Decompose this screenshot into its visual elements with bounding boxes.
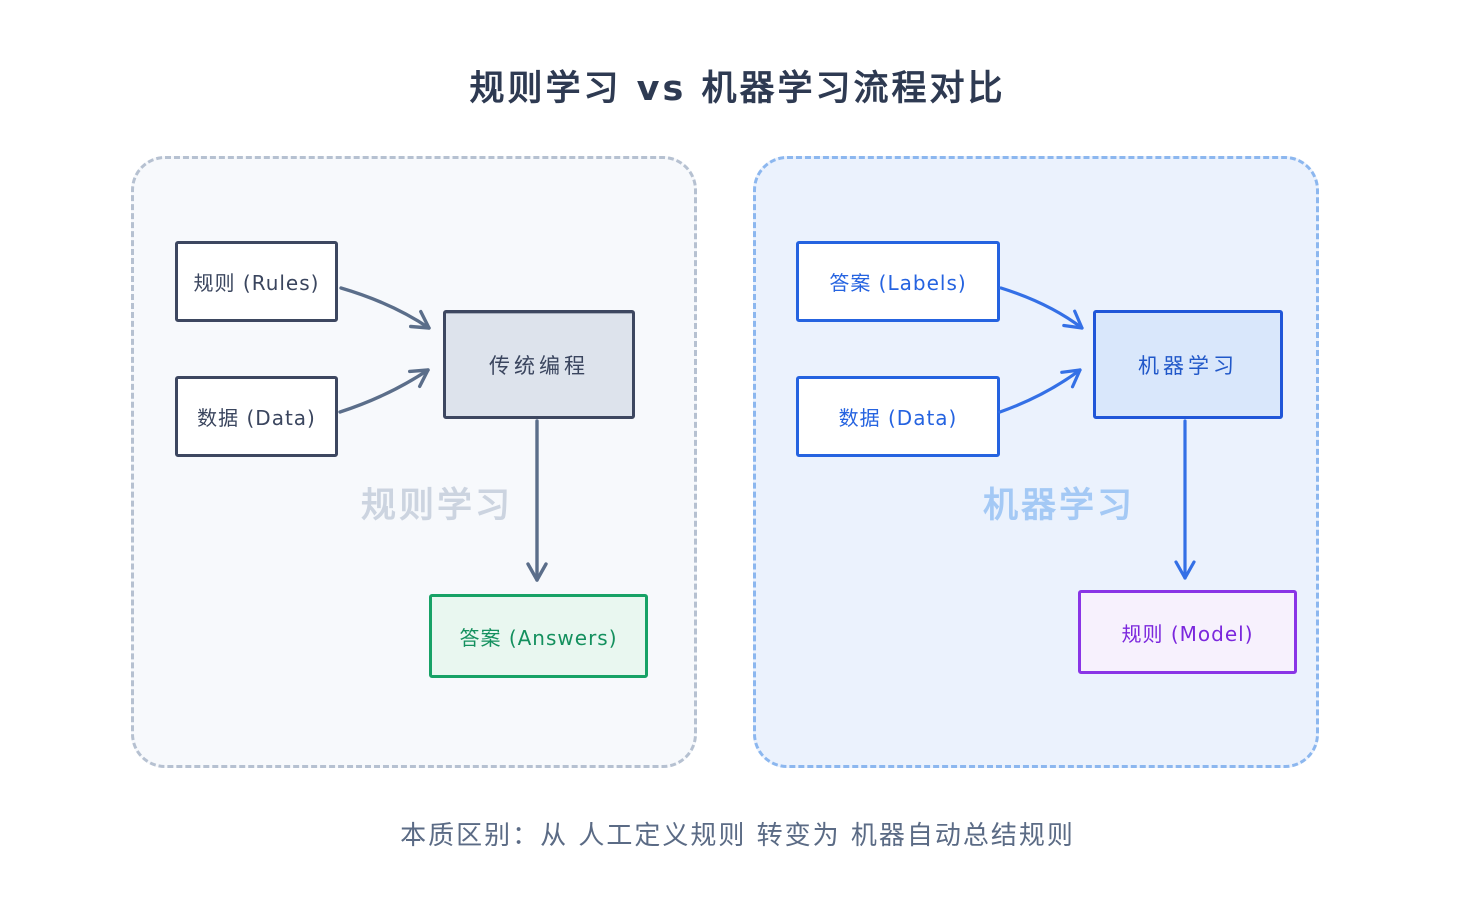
rules-input-box: 规则 (Rules) <box>175 241 338 322</box>
traditional-programming-box: 传统编程 <box>443 310 635 419</box>
rule-learning-watermark: 规则学习 <box>361 486 514 526</box>
machine-learning-panel: 答案 (Labels) 数据 (Data) 机器学习 规则 (Model) 机器… <box>753 156 1319 768</box>
labels-input-label: 答案 (Labels) <box>829 271 967 295</box>
data-input-label-left: 数据 (Data) <box>197 406 316 430</box>
model-output-label: 规则 (Model) <box>1121 621 1254 646</box>
diagram-title: 规则学习 vs 机器学习流程对比 <box>469 69 1006 109</box>
data-input-box-right: 数据 (Data) <box>796 376 1000 457</box>
machine-learning-box: 机器学习 <box>1093 310 1283 419</box>
answers-output-box: 答案 (Answers) <box>429 594 648 678</box>
machine-learning-watermark: 机器学习 <box>983 486 1136 526</box>
data-input-label-right: 数据 (Data) <box>838 406 958 430</box>
answers-output-label: 答案 (Answers) <box>459 625 618 650</box>
rule-learning-panel: 规则 (Rules) 数据 (Data) 传统编程 答案 (Answers) 规… <box>131 156 697 768</box>
traditional-programming-label: 传统编程 <box>489 353 589 378</box>
rules-input-label: 规则 (Rules) <box>193 271 320 295</box>
footer-note: 本质区别：从 人工定义规则 转变为 机器自动总结规则 <box>400 821 1075 851</box>
data-input-box-left: 数据 (Data) <box>175 376 338 457</box>
labels-input-box: 答案 (Labels) <box>796 241 1000 322</box>
machine-learning-label: 机器学习 <box>1138 353 1238 378</box>
model-output-box: 规则 (Model) <box>1078 590 1297 674</box>
